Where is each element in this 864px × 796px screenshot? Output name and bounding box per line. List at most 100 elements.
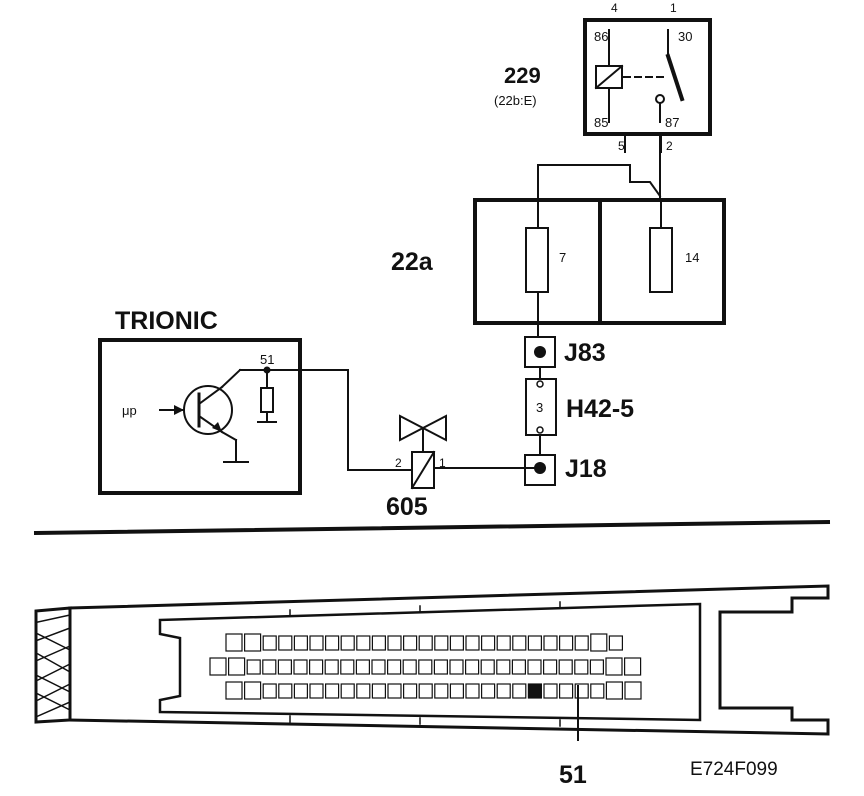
- connector-pin-51: [527, 683, 543, 699]
- connector-pin: [371, 683, 386, 699]
- connector-pin: [590, 633, 608, 652]
- connector-pin: [278, 635, 293, 651]
- connector-pin: [496, 683, 511, 699]
- wire-valve-ecu: [266, 369, 413, 471]
- relay-pin-30: 30: [678, 29, 692, 44]
- connector-pin: [340, 683, 355, 699]
- connector-j18: [524, 454, 556, 486]
- connector-pin: [418, 683, 433, 699]
- j18-label: J18: [565, 455, 607, 483]
- connector-pin: [433, 659, 448, 675]
- j83-label: J83: [564, 339, 606, 367]
- connector-pin: [465, 635, 480, 651]
- pin-51-callout: 51: [559, 761, 587, 789]
- connector-pin: [246, 659, 261, 675]
- valve-name: 605: [386, 493, 428, 521]
- connector-pin: [605, 657, 623, 676]
- connector-pin: [496, 635, 511, 651]
- connector-pin: [309, 659, 324, 675]
- connector-pin: [589, 659, 605, 675]
- connector-pin: [590, 683, 605, 699]
- connector-pin: [225, 633, 243, 652]
- connector-pin: [608, 635, 624, 651]
- valve-605: [399, 414, 447, 490]
- connector-pin: [262, 659, 277, 675]
- ecu-connector-view: [34, 584, 830, 741]
- connector-pin: [324, 659, 339, 675]
- connector-pin: [605, 681, 624, 700]
- connector-pin: [356, 683, 371, 699]
- connector-pin: [309, 683, 324, 699]
- connector-pin: [465, 683, 480, 699]
- h42-pin-label: 3: [536, 400, 543, 415]
- connector-pin: [434, 635, 449, 651]
- relay-pin-2: 2: [666, 139, 673, 153]
- ecu-title: TRIONIC: [115, 307, 218, 335]
- valve-symbol: [399, 414, 447, 442]
- ecu-trionic: [98, 338, 302, 495]
- connector-pin: [558, 683, 574, 699]
- connector-pin: [293, 659, 308, 675]
- connector-pin: [262, 683, 277, 699]
- valve-pin-2: 2: [395, 456, 402, 470]
- valve-pin-1: 1: [439, 456, 446, 470]
- relay-pin-1: 1: [670, 1, 677, 15]
- connector-pin: [512, 635, 527, 651]
- connector-pin: [449, 635, 464, 651]
- connector-pin: [543, 635, 558, 651]
- connector-pin: [496, 659, 511, 675]
- relay-location: (22b:E): [494, 93, 537, 108]
- fuse-14: [649, 227, 673, 293]
- connector-pin: [574, 635, 589, 651]
- relay-name: 229: [504, 63, 541, 88]
- figure-code: E724F099: [690, 759, 778, 780]
- connector-pin: [512, 683, 527, 699]
- connector-pin: [309, 635, 324, 651]
- connector-pin: [340, 635, 355, 651]
- connector-pin: [387, 683, 402, 699]
- connector-pin: [209, 657, 227, 676]
- connector-pin-grid: [209, 633, 642, 700]
- fuse-box-name: 22a: [391, 248, 434, 276]
- connector-pin: [325, 635, 340, 651]
- fuse-7-label: 7: [559, 250, 566, 265]
- fuse-box-22a: [473, 198, 726, 338]
- connector-pin: [244, 633, 262, 652]
- relay-pin-85: 85: [594, 115, 608, 130]
- connector-pin: [481, 683, 496, 699]
- connector-pin: [418, 659, 433, 675]
- connector-pin: [527, 635, 543, 651]
- ecu-resistor: [260, 387, 274, 413]
- connector-pin: [403, 683, 418, 699]
- connector-pin: [387, 659, 402, 675]
- connector-pin: [558, 659, 573, 675]
- h42-label: H42-5: [566, 395, 634, 423]
- connector-pin: [465, 659, 480, 675]
- relay-pin-87: 87: [665, 115, 679, 130]
- connector-pin: [371, 635, 386, 651]
- relay-pin-5: 5: [618, 139, 625, 153]
- connector-pin: [293, 635, 308, 651]
- connector-pin: [293, 683, 308, 699]
- connector-pin: [387, 635, 402, 651]
- connector-pin: [449, 659, 464, 675]
- connector-pin: [356, 635, 371, 651]
- relay-pin-4: 4: [611, 1, 618, 15]
- connector-pin: [340, 659, 355, 675]
- transistor: [183, 385, 233, 435]
- connector-pin: [527, 659, 542, 675]
- connector-pin: [434, 683, 449, 699]
- fuse-14-label: 14: [685, 250, 699, 265]
- connector-pin: [225, 681, 243, 700]
- connector-pin: [403, 635, 418, 651]
- ecu-input-label: μp: [122, 403, 137, 418]
- wire-to-fuse7: [537, 164, 662, 229]
- connector-pin: [542, 659, 558, 675]
- connector-pin: [623, 657, 642, 676]
- section-divider: [33, 519, 831, 536]
- connector-pin: [574, 659, 589, 675]
- connector-pin: [624, 681, 642, 700]
- fuse-7: [525, 227, 549, 293]
- connector-pin: [277, 659, 292, 675]
